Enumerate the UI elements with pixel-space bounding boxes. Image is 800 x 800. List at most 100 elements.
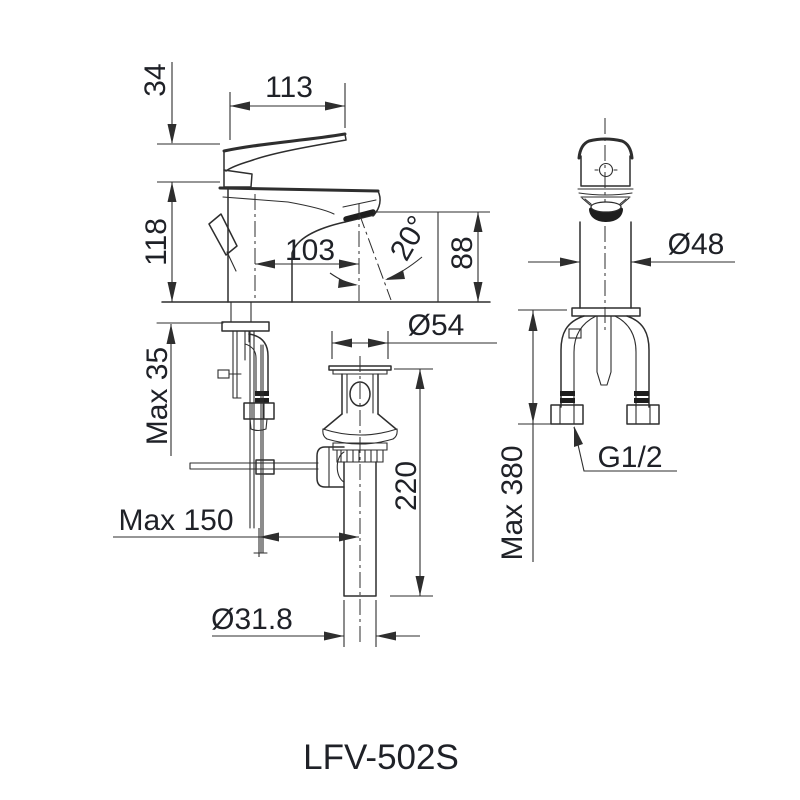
shank-threads [232,330,250,399]
dim-handle-length: 113 [229,71,346,140]
right-hose-band [634,391,649,396]
right-hose-band [634,398,649,403]
dim-tailpipe-length: 220 [390,368,433,597]
arrow-right [325,101,345,111]
pull-rod-tube [249,330,255,529]
arrow-up [166,324,176,344]
arrow-up [528,311,538,331]
dim-max-rod-reach-label: Max 150 [118,504,233,537]
drain-cone-side [322,428,398,440]
front-handle [222,132,347,188]
handle-screw-hole [598,162,614,178]
rod-clevis [255,459,275,475]
arrow-left-in [631,257,651,267]
arrow-right-in [324,631,344,641]
drain-cup-inner [346,373,374,414]
arrow-down [167,282,177,302]
left-hose-nut-facets [559,404,575,425]
right-hose-nut [626,404,660,425]
arrow-up [415,369,425,389]
hose-band [255,398,269,403]
right-hose-nut-facets [635,404,651,425]
dim-faucet-height-label: 118 [140,218,173,266]
aerator-top-line [342,199,377,208]
mounting-washer [221,321,270,332]
dim-spout-reach-label: 103 [285,234,335,267]
lift-rod-knob-stem [226,251,237,272]
arrow-down [167,124,177,144]
left-hose-nut [550,404,584,425]
body-top-edge [218,186,380,193]
side-view [550,118,660,425]
left-hose-band [560,391,575,396]
handle-lever-outline [223,133,347,172]
hose-nut-facets [251,402,265,420]
dim-hose-thread-label: G1/2 [597,441,662,474]
arrow-left [255,259,275,269]
ball-rod-housing-arc [328,446,345,488]
dim-tailpipe-diameter-label: Ø31.8 [211,603,293,636]
dim-faucet-height: 118 [140,181,220,302]
drain-flange-lower [332,369,388,375]
pop-up-rod-assembly [189,330,319,554]
arrow-down [473,282,483,302]
dim-body-diameter-label: Ø48 [668,228,725,261]
left-hose-inner [573,315,597,408]
horizontal-lift-rod [189,462,319,470]
tailpipe [343,461,377,597]
drain-overflow-hole [349,381,371,407]
supply-elbow-outer [248,333,269,392]
dim-handle-height: 34 [139,62,220,145]
arrow-angle-right [385,270,405,280]
dim-handle-length-label: 113 [265,71,313,104]
dim-spout-reach: 103 [255,234,359,269]
body-front-surface [222,196,335,215]
dim-outlet-height: 88 [373,211,490,302]
side-shoulder [581,197,630,206]
dim-max-deck-thickness: Max 35 [141,324,176,456]
drain-cone-ring2 [326,438,394,445]
dim-max-deck-thickness-label: Max 35 [141,347,174,445]
arrow-right [368,338,388,348]
hose-band [255,391,269,396]
drain-cone-ring [322,428,398,436]
side-handle-top [577,137,634,160]
front-body [208,186,439,303]
drain-thread-hatch [340,449,378,463]
spout-aerator-face [590,201,622,213]
arrow-right [339,532,359,542]
drain-flange [328,365,392,371]
side-stub [217,369,230,379]
front-under-deck [217,301,275,432]
model-label: LFV-502S [303,738,459,777]
arrow-right [339,259,359,269]
side-body-cylinder [579,221,632,309]
dim-drain-flange-diameter: Ø54 [331,309,497,359]
dim-drain-flange-diameter-label: Ø54 [408,309,465,342]
arrow-angle-left [338,279,358,288]
side-deck-flange [571,307,641,317]
arrow-left [259,532,279,542]
ball-rod-housing [316,446,345,488]
dim-body-diameter: Ø48 [528,228,735,267]
body-sweep-curve [291,221,346,303]
arrow-right-in [560,257,580,267]
arrow-up [167,182,177,202]
dim-tailpipe-length-label: 220 [390,461,423,511]
drain-assembly [316,356,398,646]
arrow-left [230,101,250,111]
hose-nut [243,402,275,420]
drain-cone [323,413,397,430]
dim-max-hose-length-label: Max 380 [496,445,529,560]
dim-hose-thread: G1/2 [573,426,677,474]
dim-max-rod-reach: Max 150 [113,504,359,557]
drain-cup-walls [341,373,379,415]
side-pull-rod [596,315,612,386]
right-hose-outer [626,315,650,408]
handle-hub [223,169,253,188]
pull-rod [253,344,268,554]
left-hose-band [560,398,575,403]
arrow-leader [574,426,583,447]
dim-outlet-height-label: 88 [446,236,479,269]
